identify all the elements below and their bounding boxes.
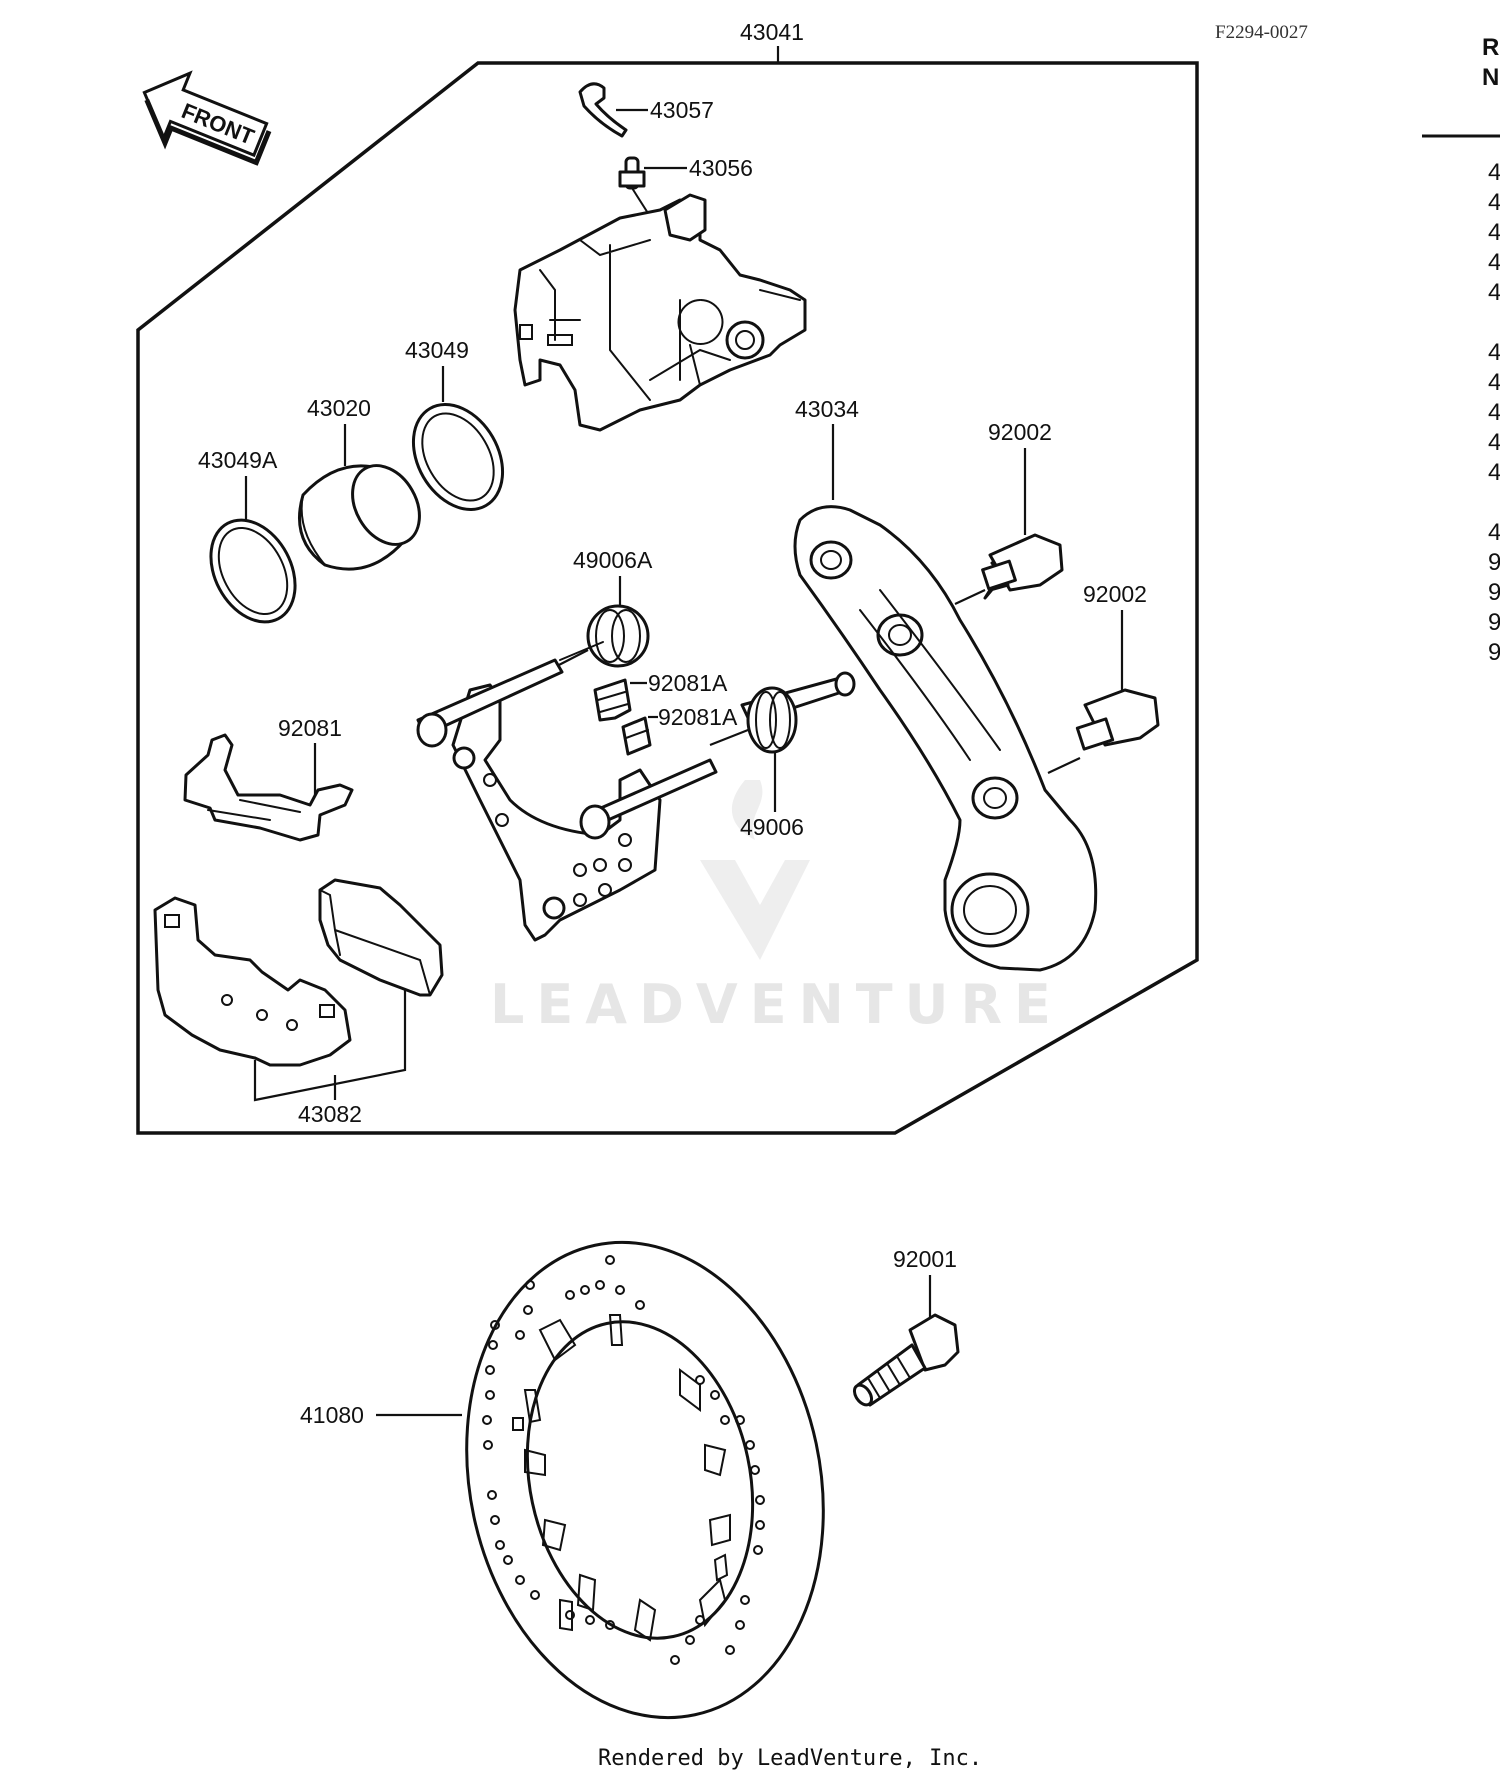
- label-92002-upper: 92002: [988, 419, 1052, 445]
- side-digit: 4: [1488, 159, 1500, 186]
- caliper-bracket: [416, 641, 856, 942]
- bolt-92002-upper: [981, 533, 1064, 600]
- label-43049: 43049: [405, 337, 469, 363]
- side-header-n: N: [1482, 64, 1499, 91]
- bolt-92002-lower: [1075, 688, 1160, 751]
- brake-disc-41080: [465, 1240, 825, 1720]
- label-43056: 43056: [689, 155, 753, 181]
- label-41080: 41080: [300, 1402, 364, 1428]
- boot-49006A: [586, 604, 650, 668]
- side-digit: 9: [1488, 549, 1500, 576]
- diagram-code: F2294-0027: [1215, 22, 1308, 43]
- label-92002-lower: 92002: [1083, 581, 1147, 607]
- side-header-r: R: [1482, 34, 1499, 61]
- seal-43049: [411, 403, 505, 511]
- label-43041: 43041: [740, 19, 804, 45]
- side-digit: 4: [1488, 399, 1500, 426]
- caliper-assembly-frame: [136, 61, 1199, 1135]
- side-digit: 4: [1488, 249, 1500, 276]
- boot-49006: [746, 686, 798, 754]
- side-digit: 4: [1488, 189, 1500, 216]
- side-digit: 4: [1488, 519, 1500, 546]
- label-92081: 92081: [278, 715, 342, 741]
- piston-43020: [298, 464, 421, 571]
- bleeder-valve-43056: [618, 156, 661, 233]
- side-digit: 4: [1488, 339, 1500, 366]
- dust-seal-43049A: [209, 518, 297, 624]
- watermark: LEADVENTURE: [490, 780, 1063, 1036]
- label-92081A-lower: 92081A: [658, 704, 738, 730]
- label-43082: 43082: [298, 1101, 362, 1127]
- front-arrow: FRONT: [142, 70, 272, 166]
- label-43057: 43057: [650, 97, 714, 123]
- parts-list-column: R N 4 4 4 4 4 4 4 4 4 4 4 9 9 9 9: [1422, 34, 1500, 666]
- caliper-body: [513, 193, 807, 432]
- torque-link-43034: [793, 505, 1098, 972]
- side-digit: 4: [1488, 279, 1500, 306]
- label-43034: 43034: [795, 396, 859, 422]
- spring-92081: [183, 733, 354, 842]
- label-43020: 43020: [307, 395, 371, 421]
- side-digit: 4: [1488, 219, 1500, 246]
- label-49006: 49006: [740, 814, 804, 840]
- label-92081A-upper: 92081A: [648, 670, 728, 696]
- label-49006A: 49006A: [573, 547, 653, 573]
- brake-pad-inner: [318, 878, 444, 997]
- clip-92081A-upper: [593, 678, 632, 722]
- side-digit: 9: [1488, 639, 1500, 666]
- watermark-text: LEADVENTURE: [490, 973, 1063, 1036]
- side-digit: 9: [1488, 579, 1500, 606]
- disc-bolt-92001: [852, 1313, 960, 1407]
- side-digit: 4: [1488, 459, 1500, 486]
- side-digit: 4: [1488, 369, 1500, 396]
- label-43049A: 43049A: [198, 447, 278, 473]
- brake-pad-outer: [153, 896, 352, 1067]
- clip-92081A-lower: [621, 716, 652, 756]
- footer-credit: Rendered by LeadVenture, Inc.: [598, 1746, 982, 1771]
- label-92001: 92001: [893, 1246, 957, 1272]
- side-digit: 9: [1488, 609, 1500, 636]
- side-digit: 4: [1488, 429, 1500, 456]
- bleeder-cap-43057: [578, 82, 628, 138]
